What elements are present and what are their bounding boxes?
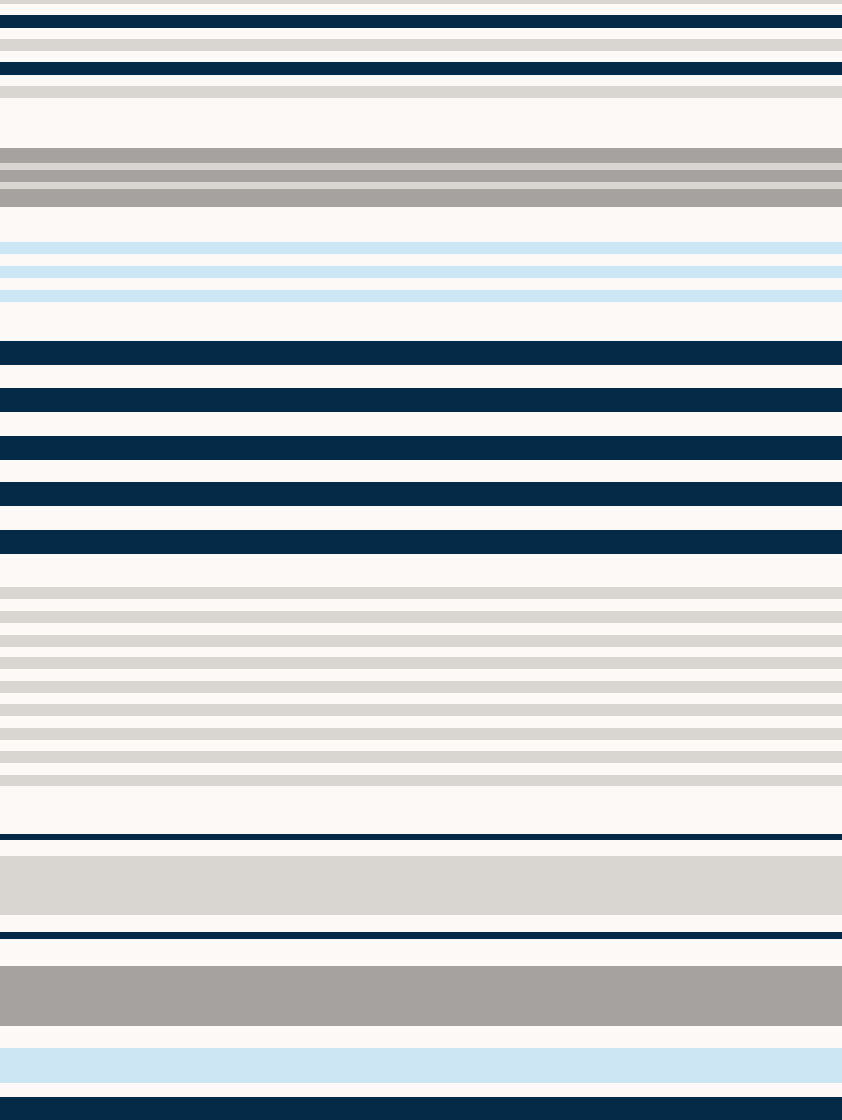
stripe-navy xyxy=(0,15,842,28)
stripe-navy xyxy=(0,482,842,506)
stripe-navy xyxy=(0,341,842,365)
stripe-navy xyxy=(0,932,842,939)
stripe-light-gray xyxy=(0,728,842,740)
stripe-navy xyxy=(0,834,842,840)
stripe-navy xyxy=(0,436,842,460)
stripe-navy xyxy=(0,1097,842,1120)
stripe-light-gray xyxy=(0,635,842,647)
stripe-light-gray xyxy=(0,611,842,623)
stripe-navy xyxy=(0,62,842,75)
stripe-light-blue xyxy=(0,266,842,278)
stripe-light-gray xyxy=(0,39,842,51)
stripe-light-gray xyxy=(0,775,842,786)
stripe-light-gray xyxy=(0,704,842,716)
stripe-light-gray xyxy=(0,587,842,599)
stripe-light-blue xyxy=(0,242,842,254)
stripe-light-blue xyxy=(0,290,842,302)
stripe-navy xyxy=(0,530,842,554)
stripe-light-gray xyxy=(0,163,842,170)
stripe-dark-gray xyxy=(0,966,842,1026)
stripe-dark-gray xyxy=(0,170,842,182)
stripe-light-gray xyxy=(0,86,842,98)
stripe-light-gray xyxy=(0,182,842,189)
stripe-light-gray xyxy=(0,657,842,669)
stripe-light-gray xyxy=(0,681,842,693)
stripe-light-gray xyxy=(0,856,842,915)
stripe-navy xyxy=(0,388,842,412)
stripe-light-gray xyxy=(0,751,842,763)
stripe-light-gray xyxy=(0,0,842,4)
stripe-light-blue xyxy=(0,1048,842,1083)
stripe-dark-gray xyxy=(0,148,842,163)
stripe-dark-gray xyxy=(0,189,842,207)
